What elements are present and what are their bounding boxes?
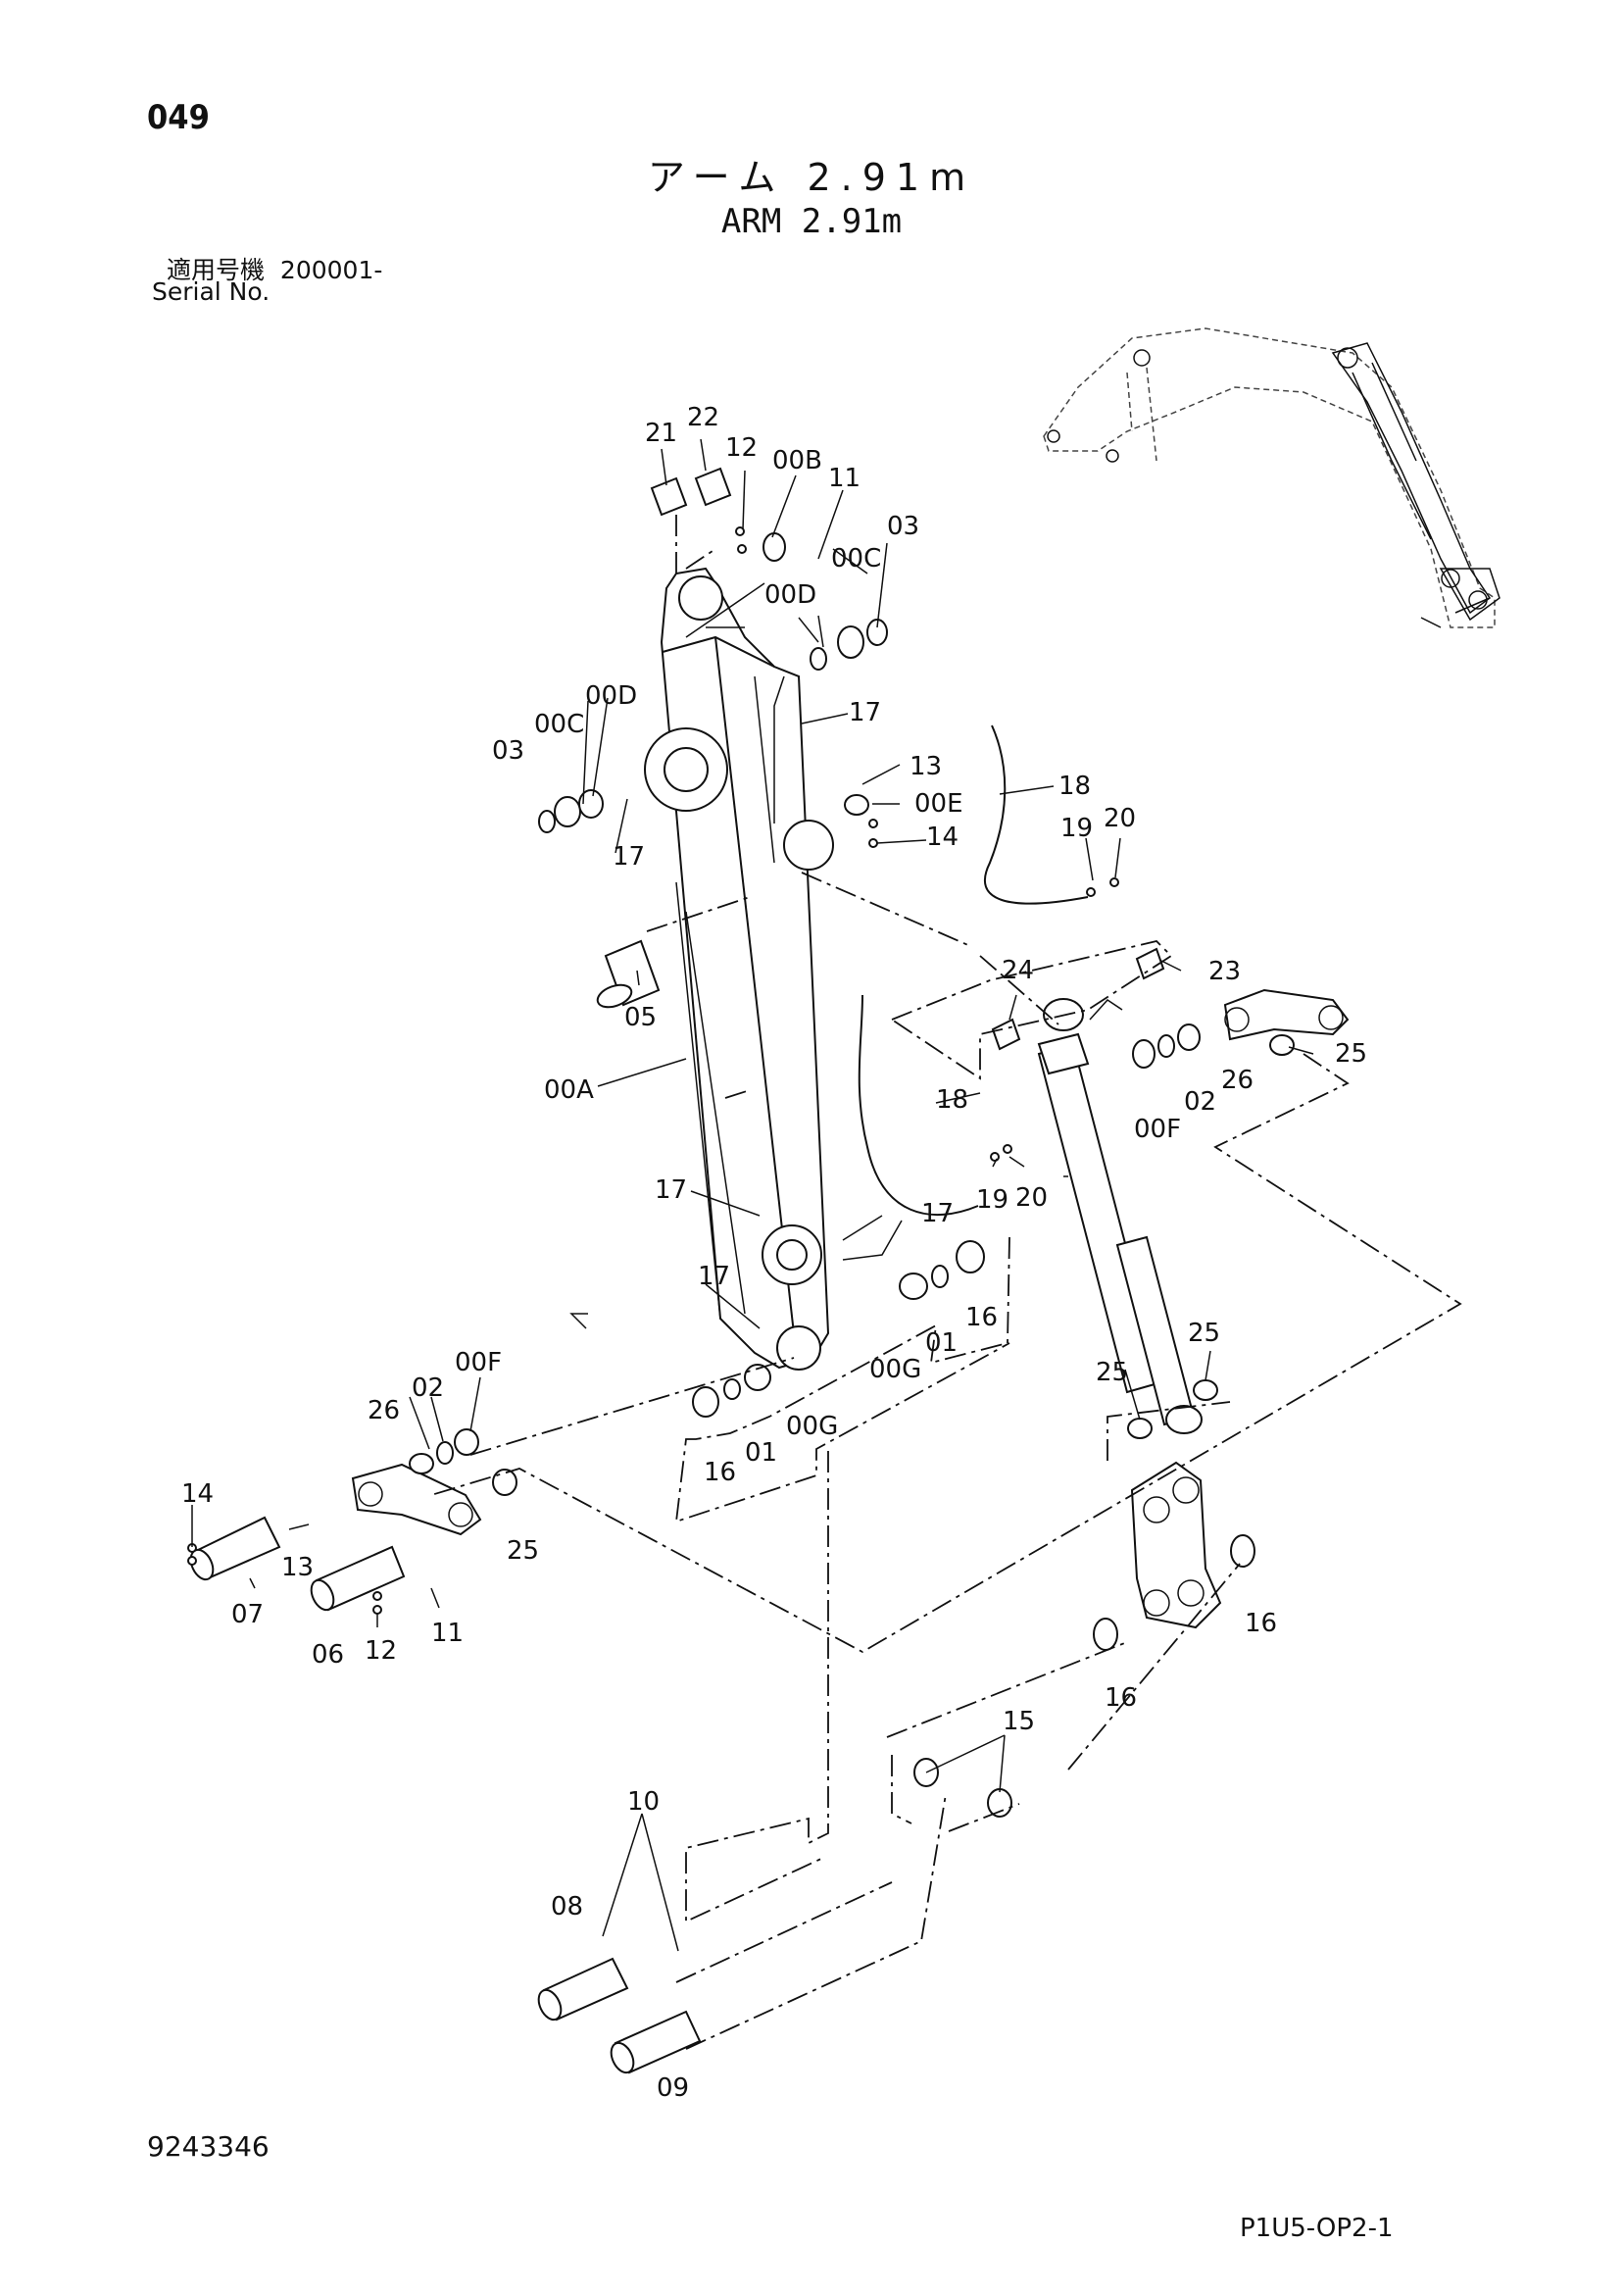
pin-07 — [189, 1516, 281, 1581]
callout-01: 01 — [745, 1438, 777, 1468]
callout-14: 14 — [181, 1479, 214, 1509]
link-26-lower — [351, 1463, 482, 1536]
link-26-upper — [1223, 988, 1350, 1041]
callout-11: 11 — [431, 1619, 464, 1648]
leader-lines — [191, 438, 1314, 1952]
serial-value: 200001- — [279, 256, 383, 284]
callout-00F: 00F — [1134, 1115, 1181, 1144]
callout-00D: 00D — [585, 681, 637, 711]
callout-16: 16 — [965, 1303, 998, 1332]
callout-12: 12 — [365, 1636, 397, 1666]
callout-13: 13 — [910, 752, 942, 781]
document-id: 9243346 — [147, 2130, 270, 2163]
title-english: ARM 2.91m — [720, 202, 903, 241]
pin-09 — [610, 2010, 702, 2074]
callout-25: 25 — [1335, 1039, 1367, 1069]
callout-26: 26 — [1221, 1066, 1254, 1095]
callout-15: 15 — [1003, 1707, 1035, 1736]
callout-11: 11 — [828, 464, 861, 493]
serial-label-english: Serial No. — [152, 277, 270, 306]
callout-16: 16 — [1105, 1683, 1137, 1713]
callout-09: 09 — [657, 2073, 689, 2103]
callout-02: 02 — [1184, 1087, 1216, 1117]
pin-06 — [310, 1545, 406, 1612]
callout-03: 03 — [887, 512, 919, 541]
callout-07: 07 — [231, 1600, 264, 1629]
callout-12: 12 — [725, 433, 758, 463]
callout-17: 17 — [921, 1199, 954, 1228]
hose-18-lower — [858, 994, 979, 1217]
callout-14: 14 — [926, 823, 959, 852]
callout-25: 25 — [1096, 1358, 1128, 1387]
callout-23: 23 — [1208, 957, 1241, 986]
hose-18-upper — [983, 724, 1089, 905]
callout-05: 05 — [624, 1003, 657, 1032]
callout-18: 18 — [1058, 772, 1091, 801]
callout-24: 24 — [1002, 956, 1034, 985]
pin-05 — [596, 939, 661, 1009]
callout-00C: 00C — [831, 544, 881, 574]
callout-17: 17 — [698, 1262, 730, 1291]
callout-16: 16 — [704, 1458, 736, 1487]
callout-17: 17 — [655, 1175, 687, 1205]
callout-labels: 21 22 12 00B 11 03 00C 00D 00D 00C 03 17… — [181, 403, 1367, 2103]
callout-02: 02 — [412, 1373, 444, 1403]
assembly-lines — [430, 515, 1462, 2050]
pin-08 — [537, 1957, 629, 2021]
callout-00C: 00C — [534, 710, 584, 739]
callout-10: 10 — [627, 1787, 660, 1817]
callout-25: 25 — [1188, 1319, 1220, 1348]
callout-03: 03 — [492, 736, 524, 766]
callout-13: 13 — [281, 1553, 314, 1582]
callout-25: 25 — [507, 1536, 539, 1566]
callout-17: 17 — [849, 698, 881, 727]
callout-16: 16 — [1245, 1609, 1277, 1638]
callout-22: 22 — [687, 403, 719, 432]
callout-00F: 00F — [455, 1348, 502, 1377]
bucket-link — [1130, 1461, 1222, 1629]
callout-20: 20 — [1104, 804, 1136, 833]
callout-00E: 00E — [914, 789, 963, 819]
callout-20: 20 — [1015, 1183, 1048, 1213]
serial-label-jp: 適用号機 — [167, 256, 266, 284]
sheet-id: P1U5-OP2-1 — [1240, 2214, 1394, 2243]
excavator-overview-sketch — [1043, 327, 1500, 628]
title-japanese: アーム 2.91m — [647, 156, 976, 199]
callout-19: 19 — [976, 1185, 1008, 1215]
callout-19: 19 — [1060, 814, 1093, 843]
page-number: 049 — [147, 98, 210, 137]
serial-label-japanese: 適用号機 200001- — [167, 251, 382, 286]
callout-00D: 00D — [764, 580, 816, 610]
callout-21: 21 — [645, 419, 677, 448]
callout-17: 17 — [613, 842, 645, 872]
callout-06: 06 — [312, 1640, 344, 1670]
callout-00G: 00G — [786, 1412, 838, 1441]
small-parts — [187, 467, 1295, 1818]
callout-00G: 00G — [869, 1355, 921, 1384]
arm-body-00A — [644, 567, 834, 1371]
callout-26: 26 — [368, 1396, 400, 1425]
callout-18: 18 — [936, 1085, 968, 1115]
callout-00B: 00B — [772, 446, 822, 475]
callout-01: 01 — [925, 1328, 958, 1358]
callout-00A: 00A — [544, 1075, 594, 1105]
bucket-cylinder — [1037, 998, 1203, 1434]
callout-08: 08 — [551, 1892, 583, 1922]
